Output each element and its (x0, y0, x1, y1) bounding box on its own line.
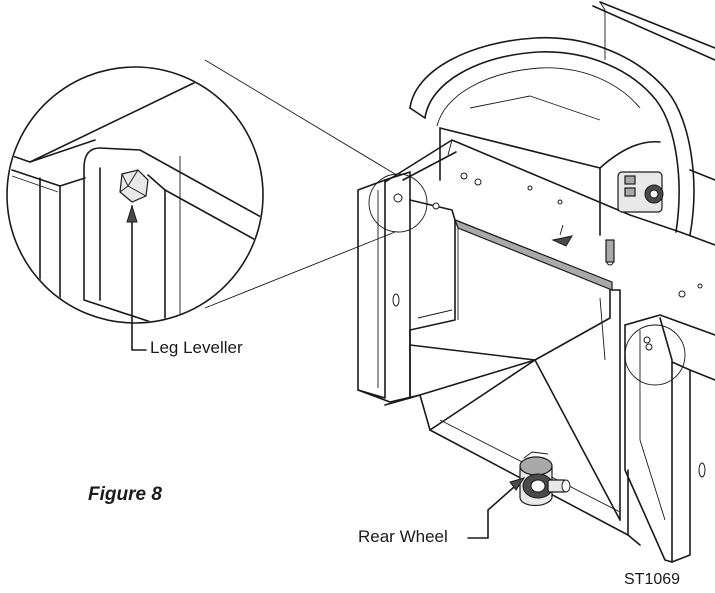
rear-wheel (519, 451, 571, 507)
leg-leveller-label: Leg Leveller (150, 338, 243, 357)
bottom-tray (419, 359, 641, 546)
frame-opening (409, 199, 621, 521)
detail-circle (6, 66, 264, 324)
control-knob (617, 171, 664, 213)
right-leveller-detail-circle (624, 324, 686, 386)
machine-body (357, 1, 715, 563)
rear-wheel-label: Rear Wheel (358, 527, 448, 546)
magnified-detail (6, 59, 396, 351)
figure-caption: Figure 8 (88, 484, 162, 505)
top-hood (409, 36, 695, 236)
leg-leveller-bolt (119, 169, 149, 203)
leg-leveller-detail-circle (368, 173, 428, 233)
drawing-reference-number: ST1069 (624, 571, 681, 588)
